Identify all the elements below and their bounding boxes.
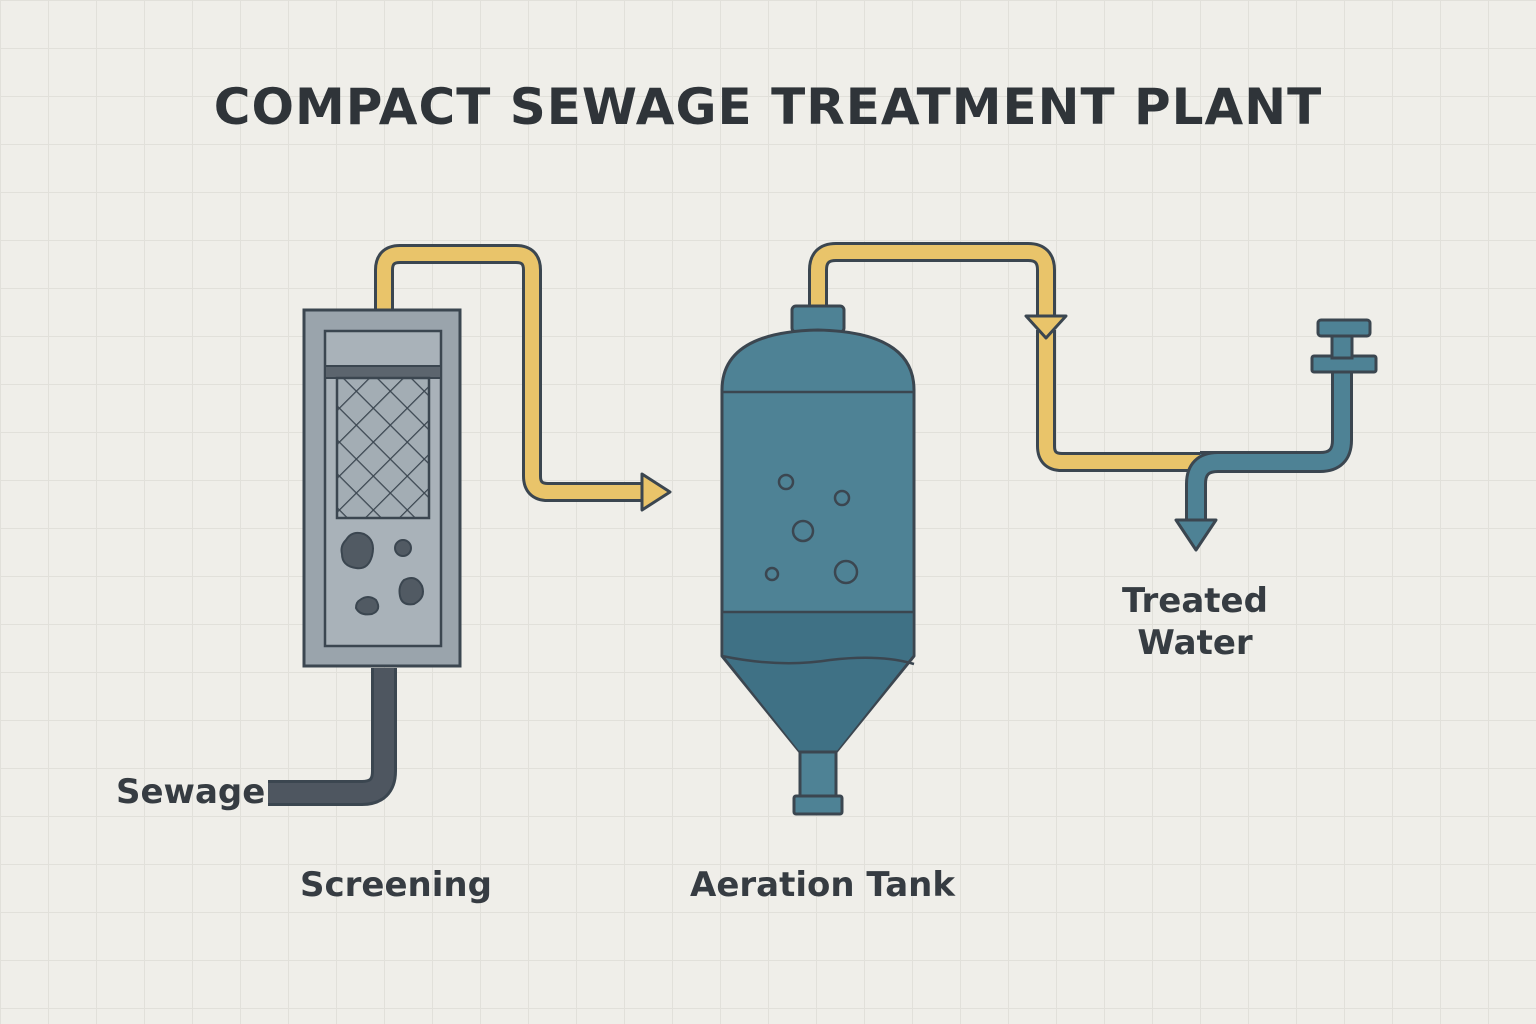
screening-unit — [302, 308, 462, 668]
transfer-pipe-2 — [808, 242, 1200, 472]
aeration-tank-label: Aeration Tank — [690, 865, 955, 905]
screen-mesh-icon — [335, 376, 431, 520]
treated-water-label: Treated Water — [1110, 580, 1280, 664]
valve-icon — [1310, 318, 1378, 374]
aeration-tank — [720, 304, 916, 816]
debris-icon — [340, 531, 424, 616]
bubble-icon — [764, 473, 859, 585]
outlet-pipe — [1174, 318, 1378, 552]
treated-water-label-line1: Treated — [1122, 581, 1268, 621]
sewage-inlet-pipe — [268, 668, 397, 806]
treated-water-label-line2: Water — [1137, 623, 1253, 663]
flow-arrow-icon — [1024, 314, 1068, 340]
flow-arrow-icon — [640, 472, 672, 512]
page-title: COMPACT SEWAGE TREATMENT PLANT — [213, 78, 1323, 136]
screening-label: Screening — [300, 865, 492, 905]
sewage-label: Sewage — [116, 772, 266, 812]
flow-arrow-icon — [1174, 518, 1218, 552]
transfer-pipe-1 — [374, 244, 672, 512]
